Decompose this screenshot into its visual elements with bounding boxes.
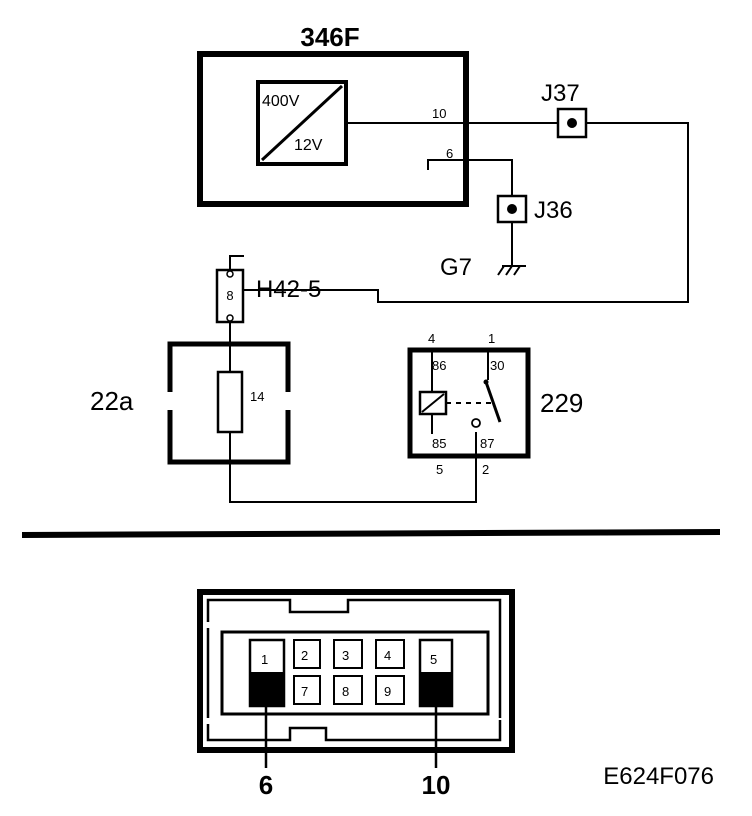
connector-top-profile — [206, 598, 502, 628]
fuse-element — [216, 370, 244, 434]
converter-diagonal — [260, 84, 344, 162]
relay-229: 4 1 86 30 85 87 5 2 229 — [407, 331, 583, 477]
relay-pin-2: 2 — [482, 462, 489, 477]
relay-contact-87 — [471, 418, 481, 428]
j36-box — [496, 194, 528, 224]
wire-pin6-to-j36 — [427, 159, 513, 196]
component-22a: 14 22a — [90, 341, 291, 465]
connector-pin-4 — [375, 639, 405, 669]
relay-box — [407, 347, 531, 459]
connector-pin-2-label: 2 — [301, 648, 308, 663]
connector-pin-4-label: 4 — [384, 648, 391, 663]
j37-label: J37 — [541, 80, 580, 107]
callout-right-label: 10 — [422, 770, 451, 800]
relay-pin-30: 30 — [490, 358, 504, 373]
connector-face-view: 1 2 7 3 8 4 9 5 6 10 — [197, 589, 515, 800]
pin-10-label: 10 — [432, 106, 446, 121]
wire-h42-top — [229, 255, 244, 270]
relay-pin-86: 86 — [432, 358, 446, 373]
wire-j37-to-h42 — [244, 122, 689, 303]
relay-pin-85: 85 — [432, 436, 446, 451]
pin-6-label: 6 — [446, 146, 453, 161]
j36-node — [507, 204, 517, 214]
connector-j36: J36 — [496, 194, 573, 224]
connector-j37: J37 — [541, 80, 588, 139]
h42-top-terminal — [226, 270, 234, 278]
h42-bottom-terminal — [226, 314, 234, 322]
ground-tick-3 — [513, 265, 521, 276]
connector-pin-2 — [293, 639, 321, 669]
connector-pin-7 — [293, 675, 321, 705]
h42-pin-label: 8 — [226, 288, 233, 303]
relay-pin-4: 4 — [428, 331, 435, 346]
j37-box — [556, 107, 588, 139]
relay-pin-87: 87 — [480, 436, 494, 451]
component-346f-label: 346F — [300, 22, 359, 52]
connector-pin-9 — [375, 675, 405, 705]
connector-pin-8-label: 8 — [342, 684, 349, 699]
component-346f: 346F 400V 12V 10 6 — [197, 22, 469, 207]
connector-pin-3-label: 3 — [342, 648, 349, 663]
connector-cavity — [220, 630, 490, 716]
j36-label: J36 — [534, 197, 573, 224]
ground-g7: G7 — [440, 254, 526, 281]
connector-h42-5: 8 H42-5 — [215, 268, 321, 324]
g7-label: G7 — [440, 254, 472, 281]
h42-box — [215, 268, 245, 324]
fuse-number: 14 — [250, 389, 264, 404]
connector-pin-5-label: 5 — [430, 652, 437, 667]
connector-bottom-profile — [206, 720, 502, 742]
connector-pin-3 — [333, 639, 363, 669]
connector-pin-9-label: 9 — [384, 684, 391, 699]
component-22a-label: 22a — [90, 386, 134, 416]
connector-pin-7-label: 7 — [301, 684, 308, 699]
h42-label: H42-5 — [256, 276, 321, 303]
component-346f-box — [197, 51, 469, 207]
relay-pin-5: 5 — [436, 462, 443, 477]
section-divider — [21, 529, 721, 538]
wire-fuse-to-relay87 — [229, 432, 477, 503]
relay-pin-1: 1 — [488, 331, 495, 346]
connector-pin-1-label: 1 — [261, 652, 268, 667]
connector-pin-8 — [333, 675, 363, 705]
fuse-box-lower — [167, 410, 291, 465]
relay-label: 229 — [540, 388, 583, 418]
callout-left-label: 6 — [259, 770, 273, 800]
j37-node — [567, 118, 577, 128]
relay-pivot — [483, 379, 489, 385]
converter-upper-voltage: 400V — [262, 93, 300, 110]
wires — [229, 122, 689, 503]
relay-switch-arm — [484, 381, 502, 423]
connector-pin-1-fill — [250, 672, 284, 706]
ground-tick-2 — [505, 265, 513, 276]
ground-tick-1 — [497, 265, 505, 276]
fuse-box-upper — [167, 341, 291, 392]
converter-lower-voltage: 12V — [294, 137, 323, 154]
reference-code: E624F076 — [603, 763, 714, 790]
connector-pin-5-fill — [420, 672, 452, 706]
coil-diagonal — [421, 393, 445, 413]
connector-housing — [197, 589, 515, 753]
